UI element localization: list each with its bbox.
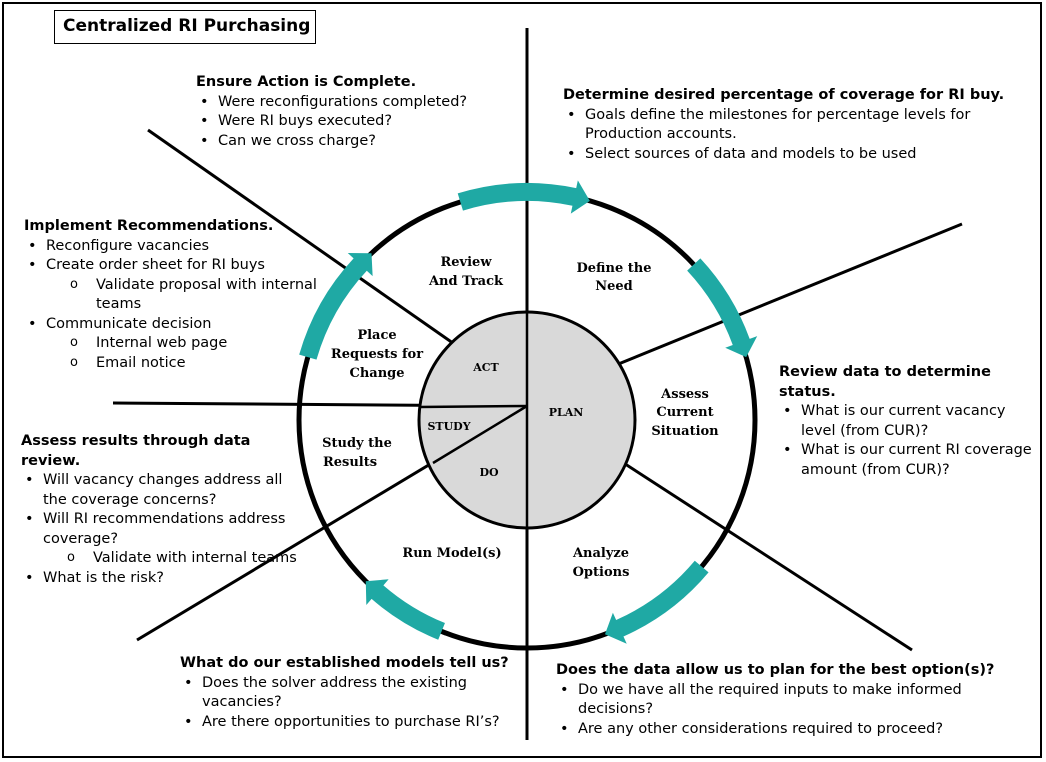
sub-bullet-item: Email notice (48, 353, 324, 374)
segment-run-models: Run Model(s) (402, 546, 501, 561)
block-heading: Determine desired percentage of coverage… (563, 87, 1005, 103)
segment-label-line: Need (595, 279, 633, 294)
bullet-item: Communicate decision (24, 315, 324, 335)
bullet-item: Goals define the milestones for percenta… (563, 106, 1033, 145)
segment-label-line: Analyze (572, 546, 629, 561)
segment-label-line: Requests for (331, 347, 423, 362)
block-heading: Ensure Action is Complete. (196, 74, 417, 90)
sub-bullet-item: Validate with internal teams (45, 548, 309, 569)
bullet-item: Were reconfigurations completed? (196, 93, 516, 113)
arrow-analyze-to-run (604, 560, 709, 644)
segment-label-line: Assess (660, 387, 709, 402)
bullet-item: What is our current RI coverage amount (… (779, 441, 1037, 480)
segment-label-line: And Track (428, 274, 504, 289)
arrow-review-to-define (457, 180, 590, 214)
bullet-item: Are there opportunities to purchase RI’s… (180, 713, 510, 733)
spoke-lines (112, 28, 963, 740)
sub-bullet-item: Internal web page (48, 333, 324, 354)
segment-label-line: Change (349, 366, 404, 381)
bullet-list: Goals define the milestones for percenta… (563, 106, 1033, 165)
bullet-item: What is our current vacancy level (from … (779, 402, 1037, 441)
bullet-item: Are any other considerations required to… (556, 720, 996, 740)
bullet-item: Create order sheet for RI buys (24, 256, 324, 276)
bullet-list: Will vacancy changes address all the cov… (21, 471, 309, 588)
bullet-item: Do we have all the required inputs to ma… (556, 681, 996, 720)
bullet-list: Does the solver address the existing vac… (180, 674, 510, 733)
sub-bullet-item: Validate proposal with internal teams (48, 275, 324, 315)
block-data-allow: Does the data allow us to plan for the b… (556, 661, 996, 739)
arrow-options-to-models (365, 579, 445, 640)
bullet-item: Will vacancy changes address all the cov… (21, 471, 309, 510)
bullet-item: Can we cross charge? (196, 132, 516, 152)
spoke-lower-right (618, 458, 913, 652)
study-label: STUDY (427, 420, 470, 433)
segment-label-line: Define the (577, 261, 652, 276)
segment-review-track: Review And Track (428, 255, 504, 289)
segment-label-line: Current (656, 405, 713, 420)
block-models-tell: What do our established models tell us? D… (180, 654, 510, 732)
segment-study-results: Study the Results (322, 436, 392, 470)
bullet-item: Will RI recommendations address coverage… (21, 510, 309, 549)
segment-place-requests: Place Requests for Change (331, 328, 423, 381)
bullet-item: Were RI buys executed? (196, 112, 516, 132)
bullet-item: Does the solver address the existing vac… (180, 674, 510, 713)
bullet-list: Were reconfigurations completed?Were RI … (196, 93, 516, 152)
block-assess-results: Assess results through data review.Will … (21, 432, 309, 588)
segment-analyze-options: Analyze Options (572, 546, 629, 580)
plan-label: PLAN (549, 406, 584, 419)
segment-assess-situation: Assess Current Situation (651, 387, 719, 439)
arrow-define-to-assess (687, 258, 758, 358)
spoke-upper-right (615, 222, 963, 367)
block-heading: Review data to determine status. (779, 364, 991, 400)
block-ensure-action: Ensure Action is Complete. Were reconfigu… (196, 73, 516, 151)
segment-label-line: Situation (651, 424, 719, 439)
block-heading: Assess results through data review. (21, 433, 251, 469)
diagram-title: Centralized RI Purchasing (54, 10, 316, 44)
segment-label-line: Results (323, 455, 377, 470)
block-implement-recommendations: Implement Recommendations. Reconfigure va… (24, 217, 324, 373)
bullet-list: Do we have all the required inputs to ma… (556, 681, 996, 740)
do-label: DO (479, 466, 499, 479)
act-label: ACT (472, 361, 499, 374)
segment-label-line: Run Model(s) (402, 546, 501, 561)
block-heading: Does the data allow us to plan for the b… (556, 662, 995, 678)
segment-label-line: Review (440, 255, 492, 270)
bullet-item: What is the risk? (21, 569, 309, 589)
block-heading: Implement Recommendations. (24, 218, 274, 234)
bullet-list: Reconfigure vacanciesCreate order sheet … (24, 237, 324, 374)
center-divisions (418, 312, 529, 528)
segment-label-line: Options (573, 565, 630, 580)
segment-label-line: Study the (322, 436, 392, 451)
bullet-list: What is our current vacancy level (from … (779, 402, 1037, 480)
cycle-arrows (299, 180, 758, 644)
block-determine-coverage: Determine desired percentage of coverage… (563, 86, 1033, 164)
segment-label-line: Place (357, 328, 396, 343)
block-review-data: Review data to determine status.What is … (779, 363, 1037, 480)
bullet-item: Reconfigure vacancies (24, 237, 324, 257)
segment-define-need: Define the Need (577, 261, 652, 294)
bullet-item: Select sources of data and models to be … (563, 145, 1033, 165)
block-heading: What do our established models tell us? (180, 655, 509, 671)
